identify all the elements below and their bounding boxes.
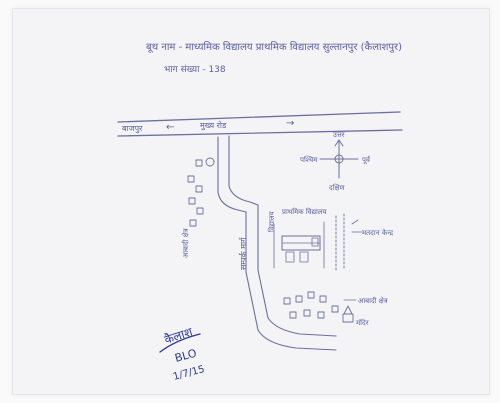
compass-north: उत्तर <box>333 131 345 139</box>
temple-label: मंदिर <box>356 318 369 327</box>
signature-name: कैलाश <box>163 324 195 346</box>
building-top-label: प्राथमिक विद्यालय <box>282 207 328 216</box>
road-arrow-right-icon: → <box>286 118 294 129</box>
signature-block: कैलाश BLO 1/7/15 <box>159 324 206 383</box>
signature-underline <box>159 333 201 353</box>
right-annotation-label: मतदान केन्द्र <box>362 228 393 237</box>
compass-rose-icon <box>319 139 359 179</box>
school-building <box>273 221 325 269</box>
road-left-label: बाजपुर <box>122 124 143 134</box>
left-lane-edge-b <box>228 135 259 206</box>
road-middle-label: मुख्य रोड <box>200 120 227 131</box>
left-house-cluster <box>187 157 215 227</box>
annotation-pointer <box>351 219 363 233</box>
road-arrow-left-icon: ← <box>166 122 174 133</box>
signature-role: BLO <box>173 347 198 365</box>
compass-south: दक्षिण <box>329 183 346 192</box>
main-road-top-edge <box>117 111 401 123</box>
compass-east: पूर्व <box>362 155 371 164</box>
connecting-road-edge-b <box>257 204 337 337</box>
left-houses-label: आबादी क्षेत्र <box>181 228 190 258</box>
main-road-bottom-edge <box>117 129 403 137</box>
vertical-lane-label: सम्पर्क मार्ग <box>238 236 248 270</box>
lower-house-cluster <box>283 291 339 319</box>
compass-west: पश्चिम <box>300 155 318 164</box>
school-label: विद्यालय <box>267 210 276 232</box>
header-title: बूथ नाम - माध्यमिक विद्यालय प्राथमिक विद… <box>146 41 402 53</box>
connecting-road-edge-a <box>245 211 337 351</box>
lower-annotation-label: आबादी क्षेत्र <box>358 296 388 305</box>
temple-icon <box>342 305 354 323</box>
header-part-number: भाग संख्या - 138 <box>164 64 226 75</box>
signature-date: 1/7/15 <box>172 364 206 383</box>
paper-sheet <box>12 8 490 395</box>
left-lane-edge-a <box>217 136 247 213</box>
